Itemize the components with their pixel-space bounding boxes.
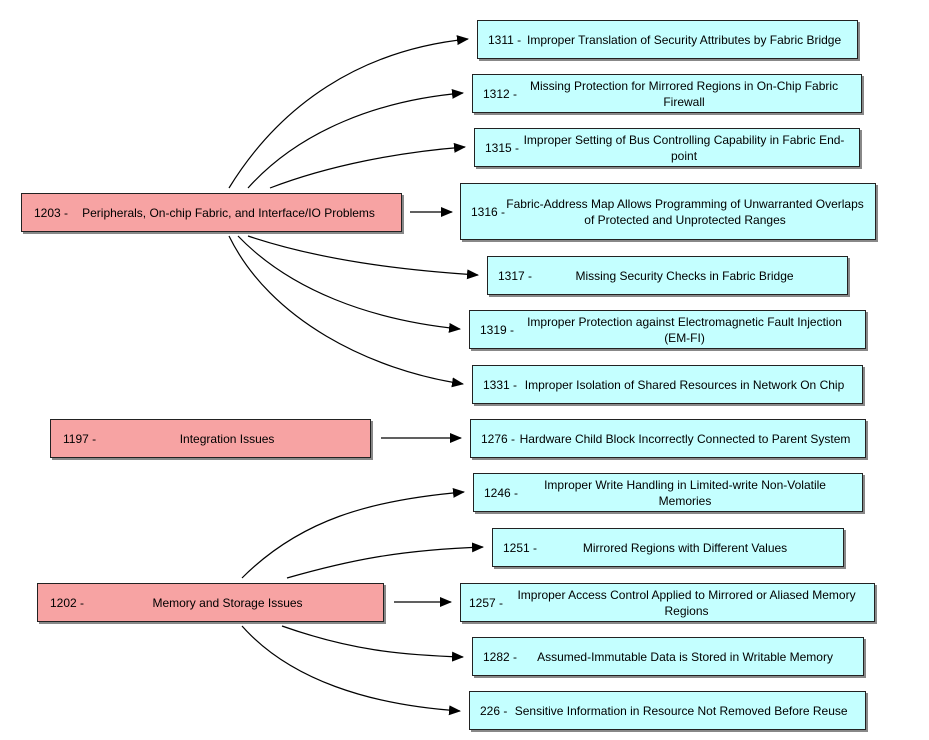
node-label: Improper Access Control Applied to Mirro…	[517, 587, 856, 618]
child-node[interactable]: 1282 - Assumed-Immutable Data is Stored …	[472, 637, 864, 676]
node-id: 1331 -	[483, 377, 518, 392]
connector-arrow	[281, 625, 464, 662]
node-id: 226 -	[480, 703, 508, 718]
child-node[interactable]: 1251 - Mirrored Regions with Different V…	[492, 528, 844, 567]
connector-arrow	[247, 235, 479, 280]
parent-node[interactable]: 1203 - Peripherals, On-chip Fabric, and …	[21, 193, 402, 232]
node-label: Assumed-Immutable Data is Stored in Writ…	[537, 649, 833, 664]
node-label: Improper Protection against Electromagne…	[527, 314, 842, 345]
node-id: 1315 -	[485, 140, 520, 155]
child-node[interactable]: 226 - Sensitive Information in Resource …	[469, 691, 866, 730]
child-node[interactable]: 1276 - Hardware Child Block Incorrectly …	[470, 419, 866, 458]
node-id: 1276 -	[481, 431, 516, 446]
node-id: 1312 -	[483, 86, 518, 101]
child-node[interactable]: 1331 - Improper Isolation of Shared Reso…	[472, 365, 863, 404]
child-node[interactable]: 1316 - Fabric-Address Map Allows Program…	[460, 183, 876, 240]
child-node[interactable]: 1319 - Improper Protection against Elect…	[469, 310, 866, 349]
node-id: 1316 -	[471, 204, 506, 219]
node-id: 1282 -	[483, 649, 518, 664]
child-node[interactable]: 1315 - Improper Setting of Bus Controlli…	[474, 128, 860, 167]
connector-arrow	[237, 235, 461, 333]
connector-arrow	[247, 88, 464, 189]
node-label: Integration Issues	[179, 431, 275, 446]
node-id: 1246 -	[484, 485, 519, 500]
connector-arrow	[228, 35, 469, 189]
node-label: Missing Security Checks in Fabric Bridge	[575, 268, 794, 283]
child-node[interactable]: 1317 - Missing Security Checks in Fabric…	[487, 256, 848, 295]
node-label: Fabric-Address Map Allows Programming of…	[506, 196, 864, 227]
node-label: Missing Protection for Mirrored Regions …	[529, 78, 839, 109]
node-id: 1257 -	[469, 595, 504, 610]
node-label: Improper Translation of Security Attribu…	[527, 32, 842, 47]
node-label: Improper Setting of Bus Controlling Capa…	[523, 132, 845, 163]
connector-arrow	[286, 542, 484, 579]
parent-node[interactable]: 1197 - Integration Issues	[50, 419, 371, 458]
node-id: 1251 -	[503, 540, 538, 555]
child-node[interactable]: 1257 - Improper Access Control Applied t…	[460, 583, 875, 622]
child-node[interactable]: 1311 - Improper Translation of Security …	[477, 20, 858, 59]
connector-arrow	[241, 625, 461, 716]
node-label: Improper Write Handling in Limited-write…	[544, 477, 826, 508]
node-id: 1202 -	[50, 595, 85, 610]
node-label: Mirrored Regions with Different Values	[582, 540, 788, 555]
connector-arrow	[228, 235, 464, 388]
child-node[interactable]: 1312 - Missing Protection for Mirrored R…	[472, 74, 862, 113]
node-label: Sensitive Information in Resource Not Re…	[514, 703, 848, 718]
node-label: Memory and Storage Issues	[152, 595, 303, 610]
node-id: 1203 -	[34, 205, 69, 220]
child-node[interactable]: 1246 - Improper Write Handling in Limite…	[473, 473, 863, 512]
node-id: 1311 -	[488, 32, 522, 47]
node-label: Peripherals, On-chip Fabric, and Interfa…	[82, 205, 375, 220]
connector-arrow	[241, 487, 465, 579]
node-id: 1319 -	[480, 322, 515, 337]
node-id: 1317 -	[498, 268, 533, 283]
node-id: 1197 -	[63, 431, 97, 446]
node-label: Improper Isolation of Shared Resources i…	[524, 377, 845, 392]
node-label: Hardware Child Block Incorrectly Connect…	[519, 431, 851, 446]
connector-arrow	[269, 142, 466, 189]
parent-node[interactable]: 1202 - Memory and Storage Issues	[37, 583, 384, 622]
